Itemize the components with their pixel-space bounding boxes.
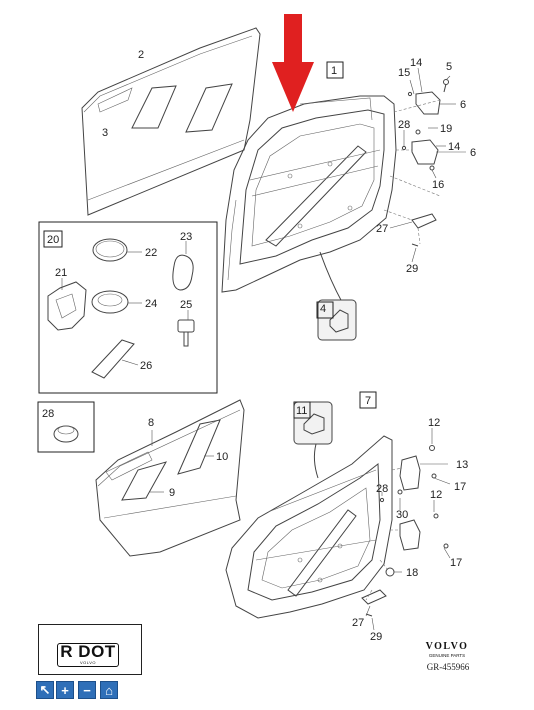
zoom-in-icon[interactable]: + xyxy=(56,681,74,699)
kit-box-28 xyxy=(37,401,95,453)
callout-16: 16 xyxy=(432,179,444,191)
callout-23: 23 xyxy=(180,231,192,243)
callout-5: 5 xyxy=(446,61,452,73)
callout-9: 9 xyxy=(169,487,175,499)
brand-subtitle: GENUINE PARTS xyxy=(428,653,466,658)
callout-30: 30 xyxy=(396,509,408,521)
callout-4: 4 xyxy=(320,303,326,315)
callout-12b: 12 xyxy=(430,489,442,501)
home-icon[interactable]: ⌂ xyxy=(100,681,118,699)
callout-17a: 17 xyxy=(454,481,466,493)
seller-logo: R DOT VOLVO xyxy=(57,642,119,667)
callout-17b: 17 xyxy=(450,557,462,569)
rear-door-panel xyxy=(95,399,245,557)
callout-18: 18 xyxy=(406,567,418,579)
diagram-reference: GR-455966 xyxy=(426,662,470,672)
callout-20: 20 xyxy=(47,234,59,246)
callout-14a: 14 xyxy=(410,57,422,69)
rear-door-frame xyxy=(225,435,393,619)
brand-name: VOLVO xyxy=(425,641,469,652)
callout-19: 19 xyxy=(440,123,452,135)
kit-box-20 xyxy=(38,221,218,394)
cursor-icon[interactable]: ↖ xyxy=(36,681,54,699)
callout-2: 2 xyxy=(138,49,144,61)
callout-6a: 6 xyxy=(460,99,466,111)
callout-11: 11 xyxy=(296,405,307,417)
callout-7: 7 xyxy=(365,395,371,407)
callout-8: 8 xyxy=(148,417,154,429)
front-hinges xyxy=(401,79,449,247)
callout-22: 22 xyxy=(145,247,157,259)
callout-6b: 6 xyxy=(470,147,476,159)
highlight-arrow xyxy=(272,14,314,112)
front-door-frame xyxy=(221,95,397,293)
callout-28a: 28 xyxy=(398,119,410,131)
logo-subtitle: VOLVO xyxy=(80,660,96,665)
callout-1: 1 xyxy=(331,65,337,77)
callout-14b: 14 xyxy=(448,141,460,153)
callout-26: 26 xyxy=(140,360,152,372)
callout-25: 25 xyxy=(180,299,192,311)
callout-29b: 29 xyxy=(370,631,382,643)
callout-13: 13 xyxy=(456,459,468,471)
logo-title: R DOT xyxy=(60,642,116,661)
callout-27b: 27 xyxy=(352,617,364,629)
callout-28b: 28 xyxy=(42,408,54,420)
callout-29a: 29 xyxy=(406,263,418,275)
seller-logo-box: R DOT VOLVO xyxy=(38,624,142,675)
callout-28c: 28 xyxy=(376,483,388,495)
part-pad-11 xyxy=(293,401,333,445)
rear-hinges xyxy=(361,445,449,617)
kit-parts xyxy=(47,238,195,379)
callout-12a: 12 xyxy=(428,417,440,429)
zoom-out-icon[interactable]: − xyxy=(78,681,96,699)
front-door-panel xyxy=(81,27,261,216)
callout-27a: 27 xyxy=(376,223,388,235)
part-pad-4 xyxy=(317,299,357,341)
callout-3: 3 xyxy=(102,127,108,139)
callout-24: 24 xyxy=(145,298,157,310)
callout-15: 15 xyxy=(398,67,410,79)
callout-21: 21 xyxy=(55,267,67,279)
callout-10: 10 xyxy=(216,451,228,463)
